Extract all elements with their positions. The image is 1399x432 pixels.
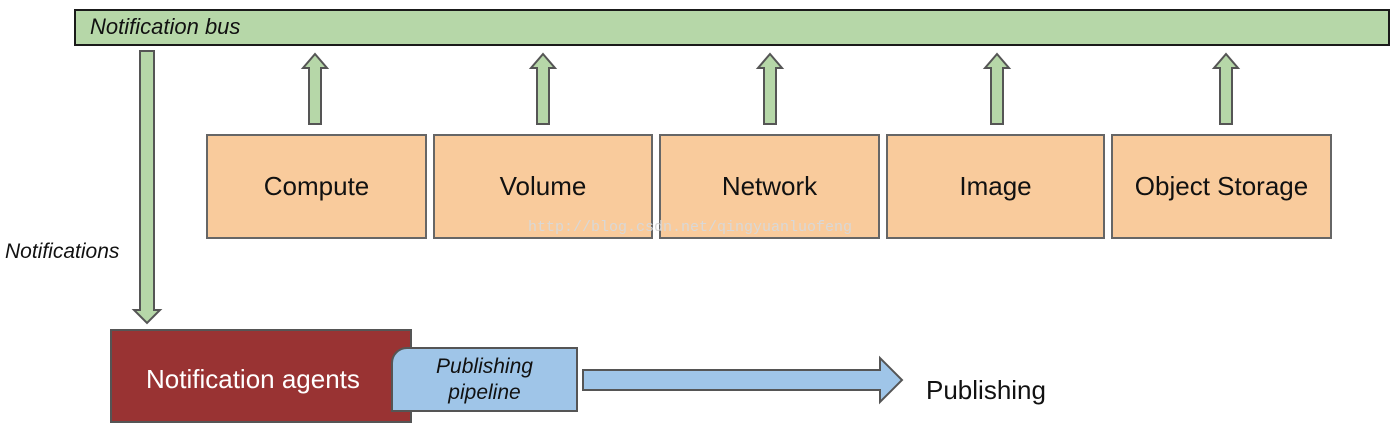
service-volume: Volume: [433, 134, 653, 239]
notification-agents-label: Notification agents: [146, 364, 360, 394]
notification-bus: [74, 9, 1390, 46]
service-compute: Compute: [206, 134, 427, 239]
arrow-up-object-storage: [1211, 52, 1241, 125]
arrow-up-compute: [300, 52, 330, 125]
watermark: http://blog.csdn.net/qingyuanluofeng: [528, 219, 853, 236]
publishing-label: Publishing: [926, 375, 1046, 405]
publishing-pipeline-line1: Publishing: [436, 354, 533, 378]
publishing-pipeline-box: Publishing pipeline: [391, 347, 578, 412]
notification-bus-label: Notification bus: [90, 14, 241, 39]
arrow-down-notifications: [131, 50, 163, 325]
service-network: Network: [659, 134, 880, 239]
notifications-label: Notifications: [5, 240, 120, 263]
publishing-pipeline-line2: pipeline: [448, 380, 521, 404]
arrow-up-image: [982, 52, 1012, 125]
service-object-storage: Object Storage: [1111, 134, 1332, 239]
arrow-up-volume: [528, 52, 558, 125]
service-image: Image: [886, 134, 1105, 239]
notification-agents-box: [110, 329, 412, 423]
arrow-right-publishing: [582, 355, 904, 405]
arrow-up-network: [755, 52, 785, 125]
